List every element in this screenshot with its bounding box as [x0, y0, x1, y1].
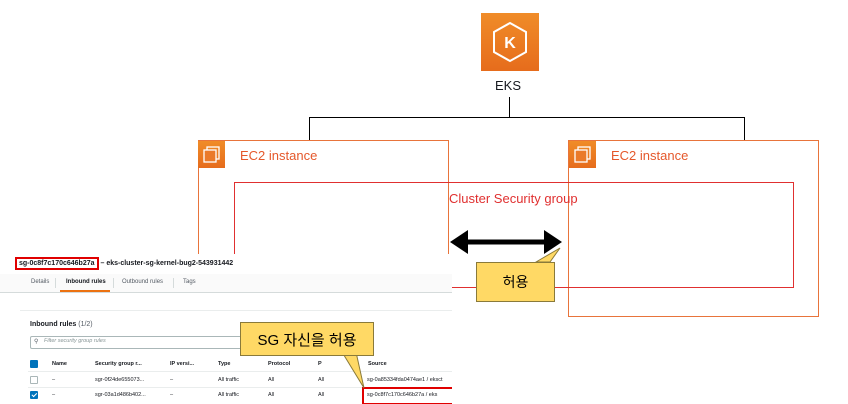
bidirectional-arrow-icon [450, 230, 562, 254]
column-port[interactable]: P [318, 361, 322, 367]
row-2-port: All [318, 392, 325, 398]
tab-tags[interactable]: Tags [183, 279, 196, 285]
separator-dash: – [100, 260, 107, 267]
row-2-type: All traffic [218, 392, 239, 398]
connector-left-drop [309, 117, 310, 140]
column-rule-id[interactable]: Security group r... [95, 361, 142, 367]
inbound-rules-panel: Inbound rules (1/2) ⚲ Filter security gr… [20, 310, 452, 404]
row-2-ip-version: – [170, 392, 174, 398]
row-1-source: sg-0a85334fda0474ae1 / eksct [367, 377, 443, 383]
rules-count: (1/2) [78, 321, 93, 328]
active-tab-indicator [60, 290, 110, 292]
rules-title-text: Inbound rules [30, 321, 77, 328]
ec2-instances-icon [198, 141, 225, 168]
filter-placeholder: Filter security group rules [44, 338, 106, 344]
column-ip-version[interactable]: IP versi... [170, 361, 195, 367]
eks-label: EKS [495, 78, 522, 93]
tab-bar: Details Inbound rules Outbound rules Tag… [0, 274, 452, 293]
connector-vertical-eks [509, 97, 510, 117]
svg-text:K: K [504, 35, 516, 52]
select-all-checkbox[interactable] [30, 360, 38, 368]
row-2-protocol: All [268, 392, 275, 398]
ec2-instance-left-label: EC2 instance [240, 148, 318, 163]
security-group-console-panel: sg-0c8f7c170c646b27a – eks-cluster-sg-ke… [0, 254, 452, 404]
connector-right-drop [744, 117, 745, 140]
self-allow-callout-pointer [341, 352, 365, 389]
row-1-port: All [318, 377, 325, 383]
tab-outbound-rules[interactable]: Outbound rules [122, 279, 164, 285]
security-group-id: sg-0c8f7c170c646b27a [15, 257, 99, 270]
column-source[interactable]: Source [368, 361, 387, 367]
column-name[interactable]: Name [52, 361, 67, 367]
row-2-checkbox[interactable] [30, 391, 38, 399]
row-1-ip-version: – [170, 377, 174, 383]
connector-horizontal [309, 117, 745, 118]
security-group-header: sg-0c8f7c170c646b27a – eks-cluster-sg-ke… [15, 257, 234, 270]
security-group-name: eks-cluster-sg-kernel-bug2-543931442 [106, 260, 234, 267]
ec2-instance-right-label: EC2 instance [611, 148, 689, 163]
allow-callout: 허용 [476, 262, 555, 302]
source-highlight-box [362, 387, 452, 404]
row-1-protocol: All [268, 377, 275, 383]
row-2-source: sg-0c8f7c170c646b27a / eks [367, 392, 438, 398]
row-2-name: – [52, 392, 56, 398]
column-type[interactable]: Type [218, 361, 231, 367]
cluster-security-group-label: Cluster Security group [449, 191, 578, 206]
inbound-rules-title: Inbound rules (1/2) [30, 321, 93, 328]
tab-details[interactable]: Details [31, 279, 50, 285]
row-1-rule-id: sgr-0f24de655073... [95, 377, 145, 383]
search-icon: ⚲ [34, 339, 39, 345]
filter-rules-input[interactable]: ⚲ Filter security group rules [30, 336, 242, 349]
row-1-checkbox[interactable] [30, 376, 38, 384]
row-1-name: – [52, 377, 56, 383]
ec2-instances-icon [569, 141, 596, 168]
column-protocol[interactable]: Protocol [268, 361, 291, 367]
eks-icon: K [481, 13, 539, 71]
self-allow-callout: SG 자신을 허용 [240, 322, 374, 356]
row-2-rule-id: sgr-03a1d486b402... [95, 392, 146, 398]
row-1-type: All traffic [218, 377, 239, 383]
tab-inbound-rules[interactable]: Inbound rules [66, 279, 106, 285]
